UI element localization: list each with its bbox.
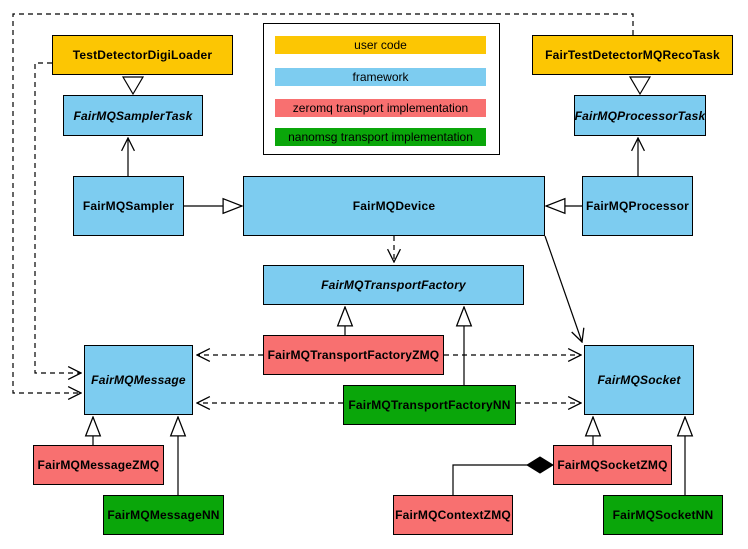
node-fairmqsamplertask: FairMQSamplerTask	[63, 95, 203, 136]
node-fairmqmessage: FairMQMessage	[84, 345, 193, 415]
edge-contextzmq-partof-socketzmq	[452, 464, 528, 495]
edge-device-uses-socket	[544, 235, 582, 342]
legend-item-user-code: user code	[275, 36, 486, 54]
node-fairmqsampler: FairMQSampler	[73, 176, 184, 236]
node-fairtestdetectormqrecotask: FairTestDetectorMQRecoTask	[532, 35, 733, 75]
legend-item-zeromq: zeromq transport implementation	[275, 99, 486, 117]
node-fairmqsocketzmq: FairMQSocketZMQ	[553, 445, 672, 485]
edge-recotask-inherits-processortask-arrowhead	[628, 76, 652, 96]
legend-item-framework: framework	[275, 68, 486, 86]
node-fairmqdevice: FairMQDevice	[243, 176, 545, 236]
node-fairmqsocket: FairMQSocket	[584, 345, 694, 415]
legend: user code framework zeromq transport imp…	[263, 23, 500, 155]
node-testdetectordigiloader: TestDetectorDigiLoader	[52, 35, 233, 75]
node-fairmqtransportfactorynn: FairMQTransportFactoryNN	[343, 385, 516, 425]
node-fairmqtransportfactory: FairMQTransportFactory	[263, 265, 524, 305]
node-fairmqtransportfactoryzmq: FairMQTransportFactoryZMQ	[263, 335, 444, 375]
legend-item-nanomsg: nanomsg transport implementation	[275, 128, 486, 146]
edge-digiloader-inherits-samplertask-arrowhead	[121, 76, 145, 96]
composition-diamond	[526, 456, 554, 474]
node-fairmqcontextzmq: FairMQContextZMQ	[393, 495, 513, 535]
node-fairmqprocessor: FairMQProcessor	[582, 176, 693, 236]
node-fairmqmessagenn: FairMQMessageNN	[103, 495, 224, 535]
node-fairmqmessagezmq: FairMQMessageZMQ	[33, 445, 164, 485]
node-fairmqprocessortask: FairMQProcessorTask	[574, 95, 706, 136]
node-fairmqsocketnn: FairMQSocketNN	[603, 495, 723, 535]
